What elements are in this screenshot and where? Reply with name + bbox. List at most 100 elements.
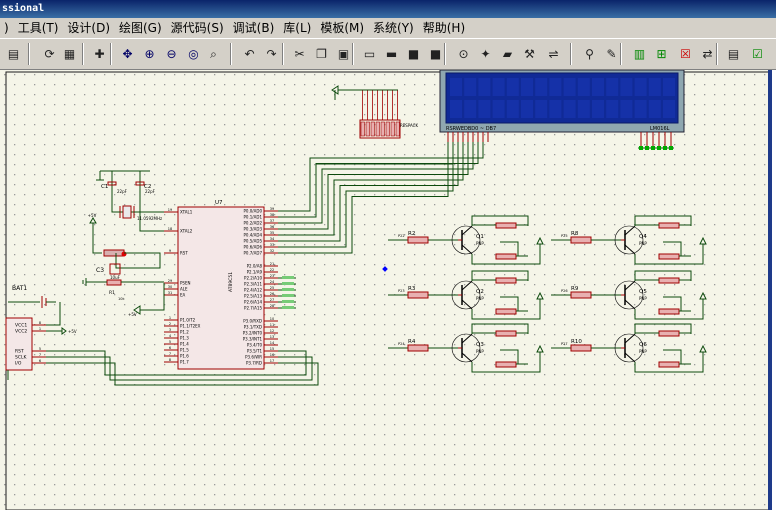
menu-design[interactable]: 设计(D) xyxy=(67,21,110,35)
menu-graph[interactable]: 绘图(G) xyxy=(119,21,162,35)
package-icon[interactable]: ▰ xyxy=(502,46,513,61)
collector-resistor xyxy=(658,253,680,260)
base-resistor xyxy=(407,236,429,244)
block-move-icon[interactable]: ▬ xyxy=(385,46,398,61)
mcu-pin-number: 35 xyxy=(270,231,274,235)
emitter-resistor xyxy=(495,222,517,229)
origin-icon[interactable]: ✚ xyxy=(94,46,105,61)
collector-resistor xyxy=(495,253,517,260)
grid-dots xyxy=(0,70,770,510)
mcu-pin-name: P3.3/INT1 xyxy=(243,337,263,342)
transistor-outline xyxy=(614,225,644,255)
transistor-outline xyxy=(614,333,644,363)
property-assign-icon[interactable]: ✎ xyxy=(606,46,617,61)
pick-device-icon[interactable]: ⊙ xyxy=(458,46,469,61)
mcu-pin-name: P1.7 xyxy=(180,360,189,365)
bom-icon[interactable]: ▤ xyxy=(727,46,740,61)
lcd-character-cell xyxy=(478,100,491,118)
make-device-icon[interactable]: ✦ xyxy=(480,46,491,61)
toolbar-separator xyxy=(230,43,232,65)
wire xyxy=(278,142,469,230)
wire-autoroute-icon[interactable]: ⇌ xyxy=(548,46,559,61)
mcu-part-label: AT89C51 xyxy=(228,272,234,292)
transistor-label: Q6 xyxy=(639,342,647,348)
menu-debug[interactable]: 调试(B) xyxy=(232,21,275,35)
zoom-all-icon[interactable]: ◎ xyxy=(188,46,199,61)
mcu-pin-number: 7 xyxy=(169,352,171,356)
probe-marker xyxy=(657,146,661,150)
zoom-out-icon[interactable]: ⊖ xyxy=(166,46,177,61)
mcu-pin-name: P1.0/T2 xyxy=(180,318,196,323)
block-copy-icon[interactable]: ▭ xyxy=(363,46,376,61)
new-sheet-icon[interactable]: ▥ xyxy=(633,46,646,61)
wire xyxy=(634,270,692,281)
mcu-pin-name: P1.2 xyxy=(180,330,189,335)
transistor-label: Q5 xyxy=(639,289,647,295)
wire xyxy=(140,283,165,311)
battery-label: BAT1 xyxy=(12,285,27,292)
decompose-icon[interactable]: ⚒ xyxy=(524,46,535,61)
mcu-pin-number: 27 xyxy=(270,298,274,302)
erc-icon[interactable]: ☑ xyxy=(752,46,763,61)
menu-system[interactable]: 系统(Y) xyxy=(373,21,414,35)
paste-icon[interactable]: ▣ xyxy=(337,46,350,61)
vcc-arrow xyxy=(536,291,544,300)
mcu-pin-name: P2.5/A13 xyxy=(244,294,262,299)
probe-marker xyxy=(663,146,667,150)
mcu-pin-number: 29 xyxy=(168,279,172,283)
undo-icon[interactable]: ↶ xyxy=(244,46,255,61)
mcu-pin-number: 37 xyxy=(270,219,274,223)
capacitor-c1 xyxy=(107,181,117,186)
mcu-pin-number: 25 xyxy=(270,286,274,290)
rtc-pin-name: SCLK xyxy=(15,355,28,361)
wire xyxy=(46,350,307,376)
cut-icon[interactable]: ✂ xyxy=(294,46,305,61)
add-sheet-icon[interactable]: ⊞ xyxy=(656,46,667,61)
grid-icon[interactable]: ▦ xyxy=(63,46,76,61)
lcd-character-cell xyxy=(492,78,505,96)
vcc-arrow xyxy=(61,327,67,335)
window-title: ssional xyxy=(2,3,45,14)
net-label-marker xyxy=(282,282,294,285)
base-resistor-label: R10 xyxy=(571,339,582,345)
goto-sheet-icon[interactable]: ⇄ xyxy=(702,46,713,61)
refresh-icon[interactable]: ⟳ xyxy=(44,46,55,61)
zoom-in-icon[interactable]: ⊕ xyxy=(144,46,155,61)
lcd-character-cell xyxy=(648,78,661,96)
mcu-pin-name: P1.5 xyxy=(180,348,189,353)
mcu-pin-number: 14 xyxy=(270,341,275,345)
mcu-pin-number: 28 xyxy=(270,304,274,308)
driver-net-label: P24 xyxy=(398,342,405,346)
pan-icon[interactable]: ✥ xyxy=(122,46,133,61)
lcd-character-cell xyxy=(606,78,619,96)
wire xyxy=(471,244,541,265)
menu-help[interactable]: 帮助(H) xyxy=(422,21,466,35)
lcd-character-cell xyxy=(450,78,462,96)
zoom-area-icon[interactable]: ⌕ xyxy=(210,46,217,61)
menu-library[interactable]: 库(L) xyxy=(283,21,312,35)
transistor-label: Q2 xyxy=(476,289,484,295)
lcd-character-cell xyxy=(663,78,675,96)
lcd-character-cell xyxy=(464,100,477,118)
menu-view-partial[interactable]: ) xyxy=(4,21,9,35)
remove-sheet-icon[interactable]: ☒ xyxy=(680,46,691,61)
menu-template[interactable]: 模板(M) xyxy=(320,21,365,35)
emitter-resistor xyxy=(658,277,680,284)
rtc-pin-number: 6 xyxy=(39,359,41,363)
page-icon[interactable]: ▤ xyxy=(7,46,20,61)
reset-button xyxy=(103,249,125,257)
copy-icon[interactable]: ❐ xyxy=(316,46,327,61)
menu-source[interactable]: 源代码(S) xyxy=(170,21,224,35)
menu-tools[interactable]: 工具(T) xyxy=(17,21,59,35)
base-resistor-label: R4 xyxy=(408,339,416,345)
block-delete-icon[interactable]: ■ xyxy=(429,46,442,61)
r1-value: 10k xyxy=(118,297,125,301)
search-icon[interactable]: ⚲ xyxy=(585,46,594,61)
respack-resistor xyxy=(385,121,390,137)
redo-icon[interactable]: ↷ xyxy=(266,46,277,61)
block-rotate-icon[interactable]: ■ xyxy=(407,46,420,61)
rtc-pin-name: I/O xyxy=(15,361,22,367)
emitter-resistor xyxy=(495,330,517,337)
